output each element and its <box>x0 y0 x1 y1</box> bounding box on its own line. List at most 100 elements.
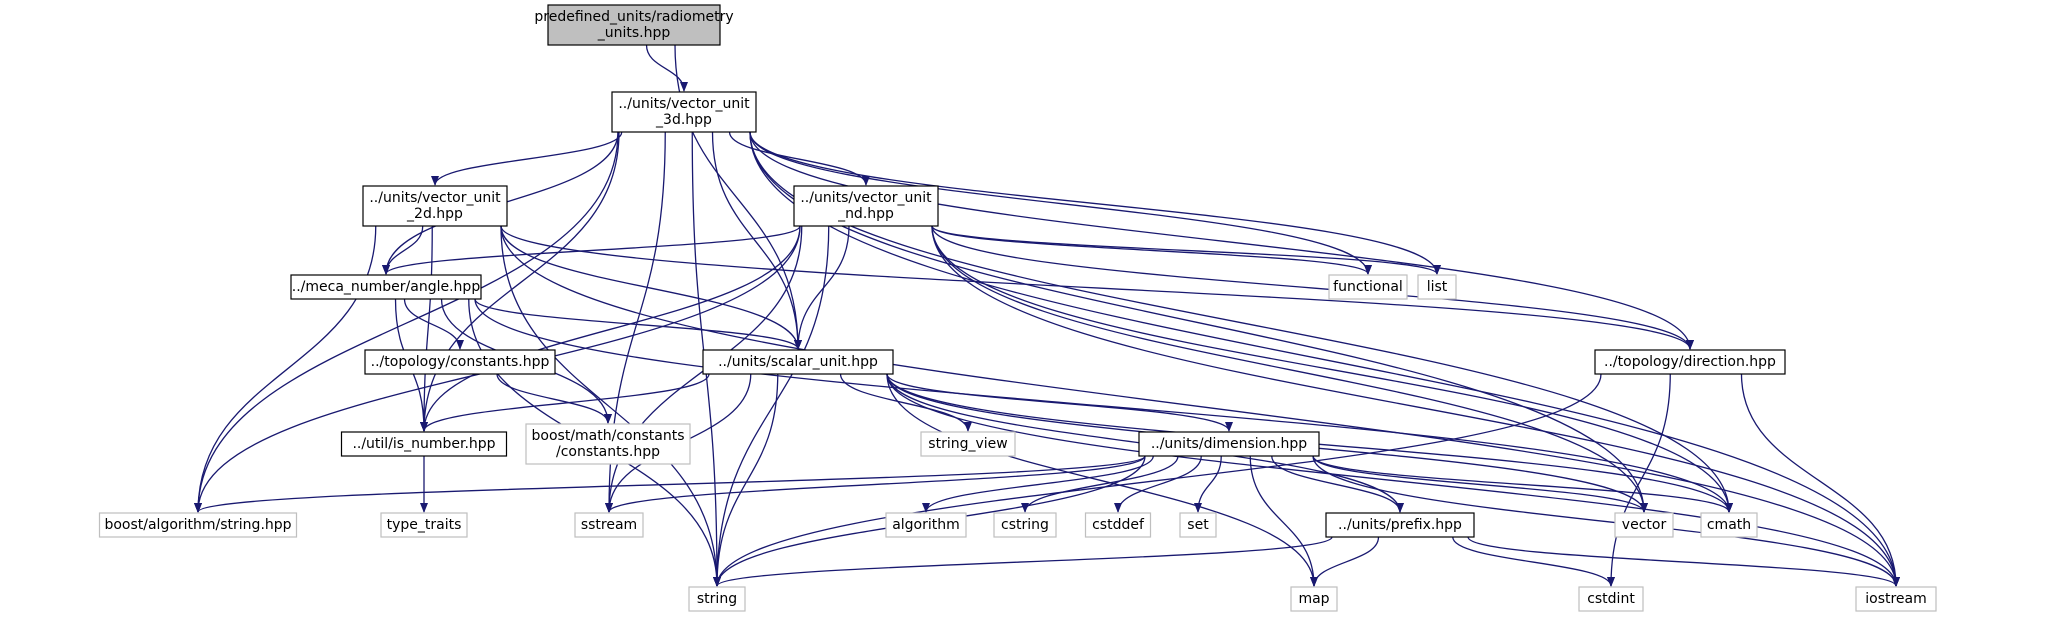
edge-vund-to-iostream <box>931 225 1900 587</box>
node-vector-label-0: vector <box>1622 517 1667 533</box>
node-direction-box <box>1594 349 1786 375</box>
node-dimension-label-0: ../units/dimension.hpp <box>1151 436 1307 452</box>
node-string: string <box>688 586 746 612</box>
edges-layer <box>194 44 1900 587</box>
node-balgo-label-0: boost/algorithm/string.hpp <box>104 517 291 533</box>
node-set-box <box>1179 512 1217 538</box>
node-typetraits: type_traits <box>380 512 468 538</box>
node-boostconst-label-0: boost/math/constants <box>532 428 685 444</box>
node-root-label-1: _units.hpp <box>597 25 671 41</box>
node-functional-box <box>1328 274 1408 300</box>
edge-dimension-to-prefix <box>1271 455 1404 513</box>
node-vund-box <box>793 185 939 227</box>
node-direction-label-0: ../topology/direction.hpp <box>1604 354 1776 370</box>
edge-direction-to-iostream <box>1740 373 1900 587</box>
edge-tconst-to-boostconst <box>496 373 612 424</box>
edge-scalar-to-dimension <box>886 373 1233 432</box>
edge-vu3d-to-balgo <box>194 131 619 513</box>
node-isnum[interactable]: ../util/is_number.hpp <box>340 431 508 457</box>
edge-vu2d-to-angle <box>382 225 424 275</box>
edge-scalar-to-isnum <box>420 373 710 432</box>
node-scalar-label-0: ../units/scalar_unit.hpp <box>718 354 878 370</box>
node-string-box <box>688 586 746 612</box>
node-root-label-0: predefined_units/radiometry <box>534 9 733 25</box>
node-vu2d-box <box>362 185 508 227</box>
edge-vu2d-to-direction <box>500 225 1694 350</box>
node-vu2d[interactable]: ../units/vector_unit_2d.hpp <box>362 185 508 227</box>
edge-scalar-to-sview <box>839 373 972 432</box>
node-scalar[interactable]: ../units/scalar_unit.hpp <box>702 349 894 375</box>
node-vund[interactable]: ../units/vector_unit_nd.hpp <box>793 185 939 227</box>
edge-dimension-to-iostream <box>1312 455 1900 587</box>
edge-dimension-to-map <box>1249 455 1318 587</box>
node-tconst[interactable]: ../topology/constants.hpp <box>364 349 556 375</box>
node-functional: functional <box>1328 274 1408 300</box>
node-cstring: cstring <box>993 512 1057 538</box>
node-dimension-box <box>1138 431 1320 457</box>
node-string-label-0: string <box>697 591 737 607</box>
node-algorithm: algorithm <box>885 512 967 538</box>
edge-vu3d-to-isnum <box>420 131 620 432</box>
node-cstdint-label-0: cstdint <box>1587 591 1635 607</box>
edge-vund-to-list <box>931 225 1441 275</box>
edge-vund-to-angle <box>382 225 801 275</box>
node-vector: vector <box>1614 512 1674 538</box>
node-angle[interactable]: ../meca_number/angle.hpp <box>290 274 482 300</box>
node-typetraits-label-0: type_traits <box>387 517 462 533</box>
node-vu2d-label-1: _2d.hpp <box>406 206 463 222</box>
edge-vu2d-to-iostream <box>500 225 1900 587</box>
edge-vu2d-to-scalar <box>500 225 802 350</box>
edge-vu2d-to-isnum <box>420 225 433 432</box>
node-sview-box <box>920 431 1016 457</box>
node-list-label-0: list <box>1427 279 1448 295</box>
edge-vu2d-to-balgo <box>194 225 377 513</box>
edge-scalar-to-iostream <box>886 373 1900 587</box>
node-prefix-box <box>1325 512 1475 538</box>
node-functional-label-0: functional <box>1333 279 1403 295</box>
edge-prefix-to-iostream <box>1467 536 1900 587</box>
node-cstddef-box <box>1084 512 1152 538</box>
node-cstdint: cstdint <box>1578 586 1644 612</box>
node-root[interactable]: predefined_units/radiometry_units.hpp <box>534 4 734 46</box>
node-boostconst-label-1: /constants.hpp <box>556 444 660 460</box>
node-list-box <box>1417 274 1457 300</box>
edge-dimension-to-balgo <box>194 455 1146 513</box>
edge-direction-to-cstdint <box>1607 373 1671 587</box>
node-cstdint-box <box>1578 586 1644 612</box>
edge-dimension-to-algorithm <box>922 455 1154 513</box>
node-dimension[interactable]: ../units/dimension.hpp <box>1138 431 1320 457</box>
node-vu2d-label-0: ../units/vector_unit <box>369 190 501 206</box>
edge-direction-to-string <box>713 373 1602 587</box>
nodes-layer: predefined_units/radiometry_units.hpp ../… <box>98 4 1937 612</box>
node-algorithm-box <box>885 512 967 538</box>
node-vu3d-label-0: ../units/vector_unit <box>618 96 750 112</box>
edge-vu3d-to-list <box>749 131 1441 275</box>
node-cstddef-label-0: cstddef <box>1092 517 1145 533</box>
node-iostream-label-0: iostream <box>1865 591 1927 607</box>
node-tconst-label-0: ../topology/constants.hpp <box>371 354 550 370</box>
node-prefix[interactable]: ../units/prefix.hpp <box>1325 512 1475 538</box>
node-cstddef: cstddef <box>1084 512 1152 538</box>
node-isnum-box <box>340 431 508 457</box>
node-cstring-box <box>993 512 1057 538</box>
node-set: set <box>1179 512 1217 538</box>
node-iostream: iostream <box>1855 586 1937 612</box>
edge-vu3d-to-functional <box>749 131 1372 275</box>
node-map-label-0: map <box>1298 591 1329 607</box>
edge-vu3d-to-scalar <box>711 131 802 350</box>
node-vector-box <box>1614 512 1674 538</box>
edge-dimension-to-cstddef <box>1114 455 1202 513</box>
node-scalar-box <box>702 349 894 375</box>
node-vund-label-1: _nd.hpp <box>837 206 894 222</box>
edge-vund-to-string <box>713 225 830 587</box>
node-direction[interactable]: ../topology/direction.hpp <box>1594 349 1786 375</box>
node-sstream-box <box>574 512 644 538</box>
edge-vu3d-to-direction <box>749 131 1694 350</box>
edge-dimension-to-set <box>1194 455 1222 513</box>
node-vu3d[interactable]: ../units/vector_unit_3d.hpp <box>611 91 757 133</box>
edge-vund-to-cmath <box>931 225 1733 513</box>
node-angle-label-0: ../meca_number/angle.hpp <box>292 279 481 295</box>
edge-vund-to-functional <box>931 225 1372 275</box>
edge-angle-to-scalar <box>474 298 802 350</box>
